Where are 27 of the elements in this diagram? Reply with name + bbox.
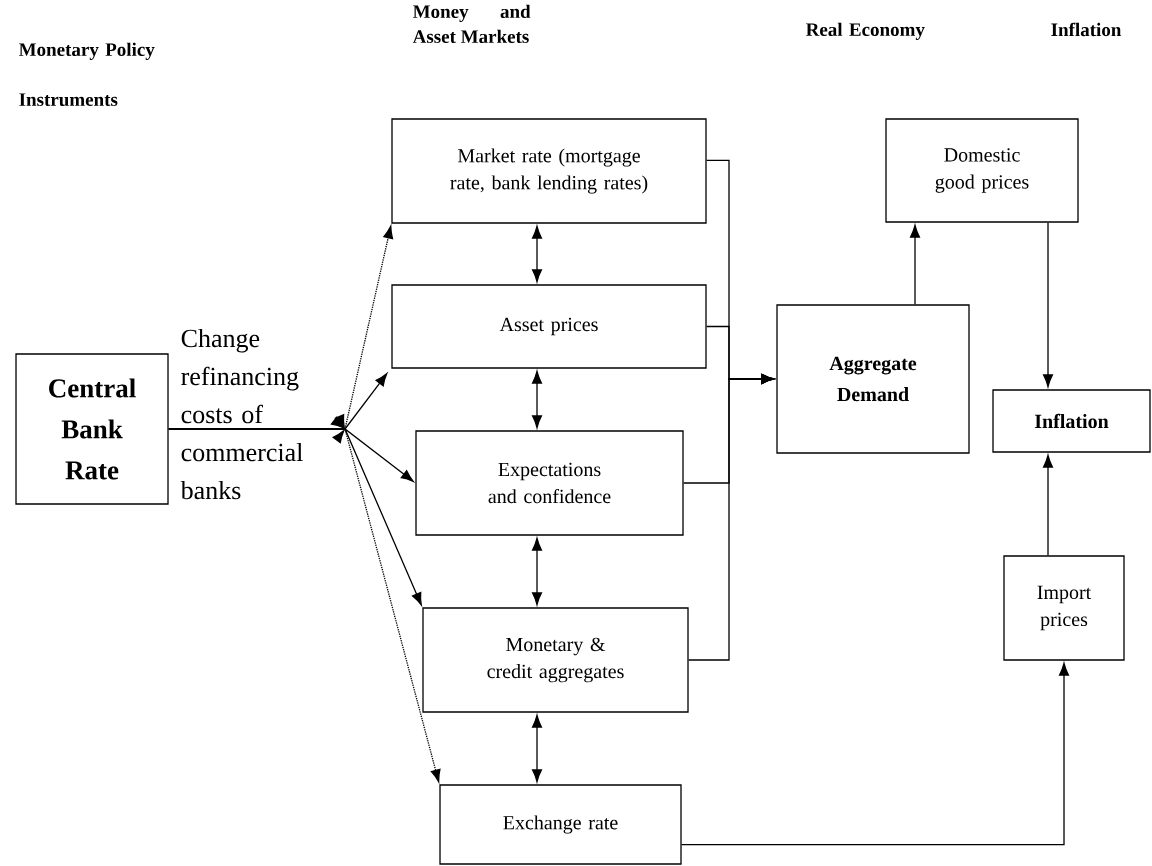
process-box: Market rate (mortgage rate, bank lending rates) [391,118,707,224]
arrow [532,370,543,429]
arrow [1043,222,1054,388]
arrow [910,224,921,305]
arrow [344,428,441,783]
edge-label: Change refinancing costs of commercial banks [180,328,303,500]
arrow [1043,454,1054,556]
column-heading: Real Economy [806,22,925,40]
arrow [688,373,775,661]
process-box: Asset prices [391,284,707,369]
process-box: Central Bank Rate [15,353,169,505]
arrow [532,537,543,606]
process-box: Inflation [992,389,1151,453]
arrow [168,414,422,606]
arrow [681,662,1070,846]
process-box: Domestic good prices [885,118,1079,223]
process-box: Monetary & credit aggregates [422,607,689,713]
process-box: Exchange rate [439,784,682,865]
process-box: Aggregate Demand [776,304,970,454]
arrow [344,225,394,430]
column-heading: Monetary Policy Instruments [19,42,155,107]
arrow [532,714,543,783]
process-box: Import prices [1003,555,1125,661]
column-heading: Inflation [1051,22,1122,37]
arrow [532,225,543,283]
process-box: Expectations and confidence [415,430,684,536]
column-heading: Money and Asset Markets [412,4,531,43]
